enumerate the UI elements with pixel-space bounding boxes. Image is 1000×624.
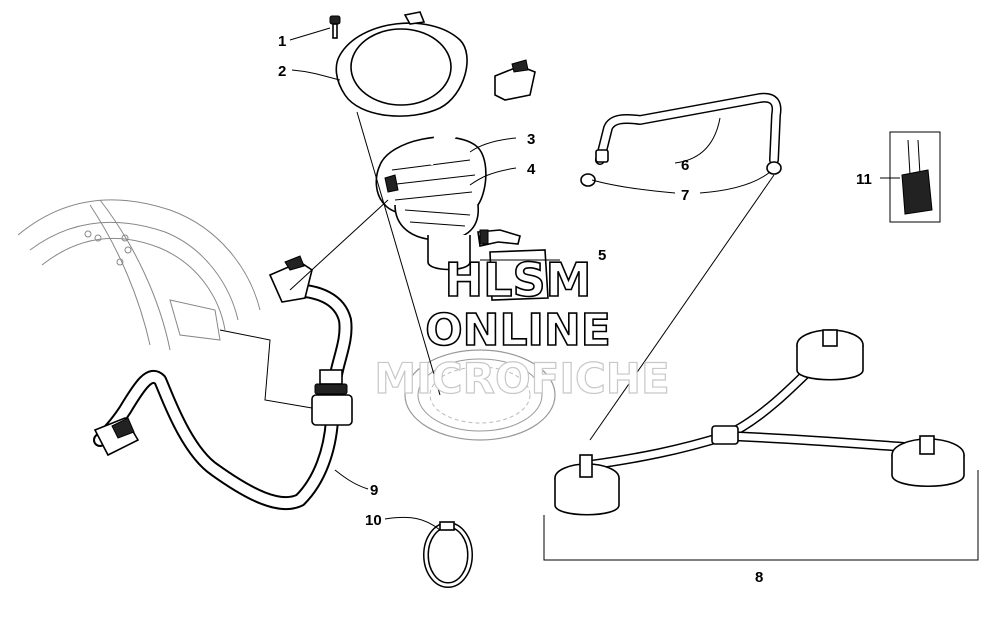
part-6-vent-hose [595, 92, 782, 165]
callout-8: 8 [755, 569, 763, 586]
callout-5: 5 [598, 247, 606, 264]
callout-3: 3 [527, 131, 535, 148]
callout-labels: 1 2 3 4 5 6 7 8 9 10 11 [278, 33, 872, 586]
leader-lines [219, 27, 979, 561]
vehicle-frame-outline [17, 199, 261, 351]
callout-9: 9 [370, 482, 378, 499]
part-9-fuel-hose [93, 255, 353, 511]
callout-1: 1 [278, 33, 286, 50]
part-10-clamp [423, 521, 473, 588]
watermark-line-3: MICROFICHE [374, 354, 669, 403]
callout-7: 7 [681, 187, 689, 204]
callout-11: 11 [856, 171, 872, 188]
part-1-screw [329, 15, 341, 39]
callout-6: 6 [681, 157, 689, 174]
part-8-vent-assembly [554, 329, 965, 516]
watermark-line-1: HLSM [445, 253, 592, 307]
tank-opening-ghost [404, 349, 556, 441]
callout-10: 10 [365, 512, 382, 529]
part-3-fuel-pump-module [375, 59, 536, 271]
part-5-fuel-level-sender [477, 229, 549, 301]
part-7-clamp [580, 161, 782, 187]
watermark: HLSM ONLINE MICROFICHE [374, 252, 670, 403]
callout-4: 4 [527, 161, 536, 178]
part-11-wiring-connector [889, 131, 941, 223]
watermark-line-2: ONLINE [425, 305, 611, 356]
callout-2: 2 [278, 63, 286, 80]
part-2-gasket [335, 11, 468, 117]
